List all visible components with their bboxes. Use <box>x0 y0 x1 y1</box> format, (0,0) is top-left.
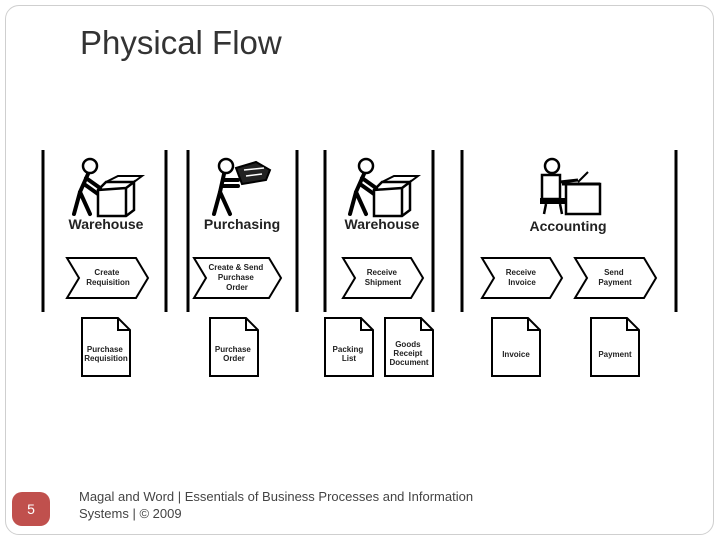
document-label: Packing List <box>333 345 366 363</box>
role-label: Warehouse <box>345 216 420 232</box>
worker-box-icon <box>348 157 420 218</box>
accountant-desk-icon <box>540 157 602 216</box>
step-label: Create & Send Purchase Order <box>209 263 266 292</box>
document-icon <box>590 317 640 377</box>
role-label: Accounting <box>530 218 607 234</box>
role-label: Purchasing <box>204 216 280 232</box>
step-label: Create Requisition <box>86 268 130 287</box>
step-chevron <box>65 257 658 299</box>
page-number-badge: 5 <box>12 492 50 526</box>
document-label: Purchase Order <box>215 345 253 363</box>
worker-box-icon <box>72 157 144 218</box>
lane-dividers <box>41 150 678 312</box>
worker-package-icon <box>212 157 272 216</box>
slide-title: Physical Flow <box>80 24 282 61</box>
step-label: Receive Shipment <box>365 268 402 287</box>
document-icon <box>491 317 541 377</box>
role-label: Warehouse <box>69 216 144 232</box>
document-label: Invoice <box>502 350 530 359</box>
page-number: 5 <box>27 501 35 517</box>
document-label: Goods Receipt Document <box>389 340 428 367</box>
footer-citation: Magal and Word | Essentials of Business … <box>79 489 474 521</box>
document-label: Payment <box>598 350 632 359</box>
document-label: Purchase Requisition <box>84 345 128 363</box>
step-label: Send Payment <box>598 268 632 287</box>
step-label: Receive Invoice <box>506 268 538 287</box>
